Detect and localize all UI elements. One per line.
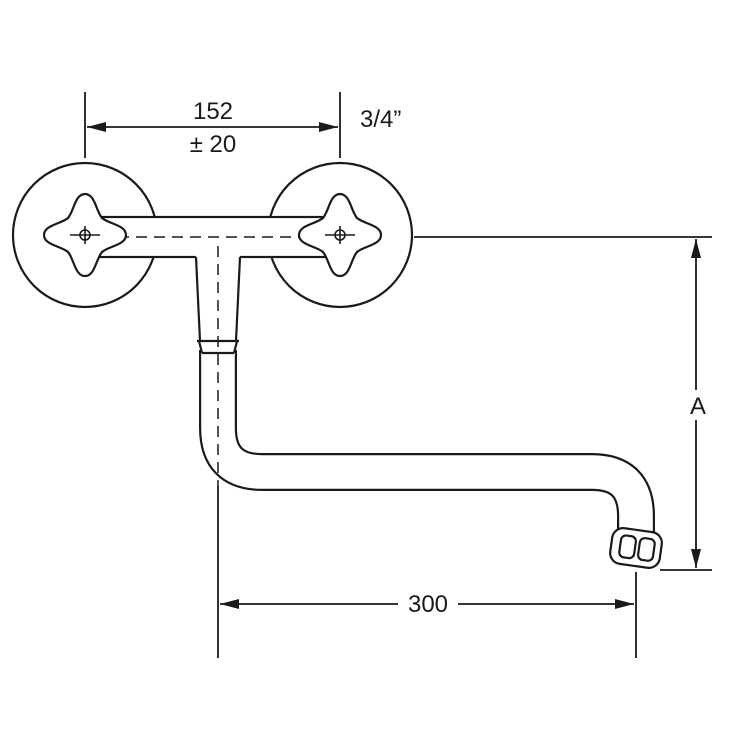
dimension-spout-reach: 300 bbox=[217, 486, 637, 658]
tee-body-left-edge bbox=[194, 256, 202, 342]
arrowhead-left-icon bbox=[87, 122, 106, 132]
left-handle bbox=[42, 192, 128, 278]
aerator-outlet bbox=[609, 527, 663, 569]
arrowhead-right-icon bbox=[615, 599, 634, 609]
dimension-center-distance: 152 ± 20 bbox=[84, 92, 341, 158]
aerator-slot-right bbox=[636, 537, 656, 562]
label-thread-size: 3/4” bbox=[360, 106, 401, 133]
arrowhead-up-icon bbox=[691, 239, 701, 258]
aerator-slot-left bbox=[618, 534, 637, 560]
spout-outline bbox=[199, 350, 655, 538]
label-tolerance: ± 20 bbox=[190, 131, 237, 158]
arrowhead-right-icon bbox=[319, 122, 338, 132]
right-handle bbox=[297, 192, 383, 278]
label-a-background bbox=[684, 390, 710, 420]
tee-body-fill bbox=[196, 254, 240, 341]
dimension-height-a: A bbox=[414, 236, 712, 571]
arrowhead-left-icon bbox=[220, 599, 239, 609]
coupling-right-edge bbox=[232, 340, 239, 354]
arrowhead-down-icon bbox=[691, 549, 701, 568]
label-center-distance: 152 bbox=[193, 98, 233, 125]
spout-fill bbox=[201, 350, 653, 538]
tee-body-right-edge bbox=[234, 256, 242, 342]
label-height: A bbox=[690, 393, 706, 420]
label-spout-reach: 300 bbox=[408, 591, 448, 618]
coupling-left-edge bbox=[197, 340, 204, 354]
label-300-background bbox=[398, 590, 458, 618]
